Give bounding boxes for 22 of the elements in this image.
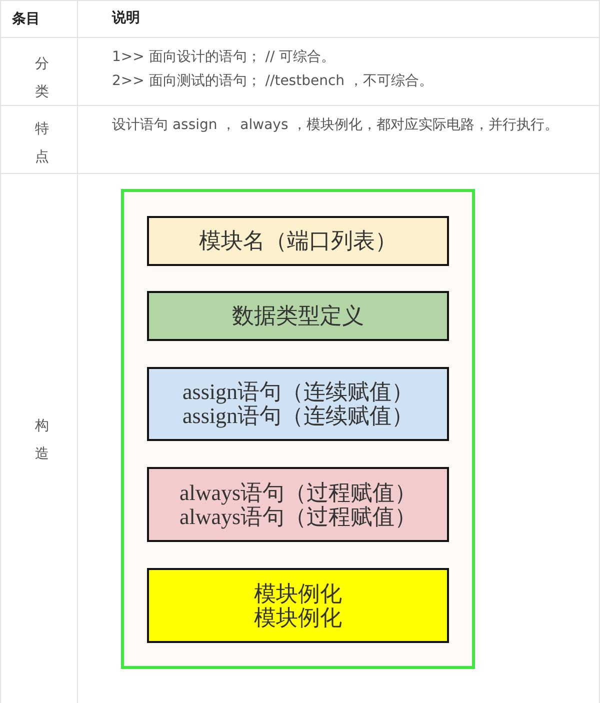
module-box	[147, 467, 449, 542]
box-text: 数据类型定义	[232, 304, 364, 328]
header-text: 说明	[112, 9, 141, 28]
module-box	[147, 216, 449, 266]
box-text: always语句（过程赋值）	[179, 480, 417, 504]
frame-box	[121, 189, 475, 669]
cell-text: 设计语句 assign ， always ，模块例化，都对应实际电路，并行执行。	[112, 116, 560, 135]
box-text: assign语句（连续赋值）	[182, 380, 414, 404]
cell-text: 2>> 面向测试的语句； //testbench ，不可综合。	[112, 72, 434, 91]
cell-text: 1>> 面向设计的语句； // 可综合。	[112, 48, 336, 67]
row-label: 分类	[34, 55, 50, 102]
box-text: 模块名（端口列表）	[199, 229, 397, 253]
box-text: 模块例化	[254, 582, 342, 606]
box-text: assign语句（连续赋值）	[182, 404, 414, 428]
row-label: 构造	[34, 417, 50, 464]
module-box	[147, 291, 449, 341]
box-text: always语句（过程赋值）	[179, 504, 417, 528]
module-box	[147, 568, 449, 643]
row-label: 特点	[34, 120, 50, 167]
header-text: 条目	[12, 10, 41, 29]
module-box	[147, 367, 449, 441]
box-text: 模块例化	[254, 606, 342, 630]
